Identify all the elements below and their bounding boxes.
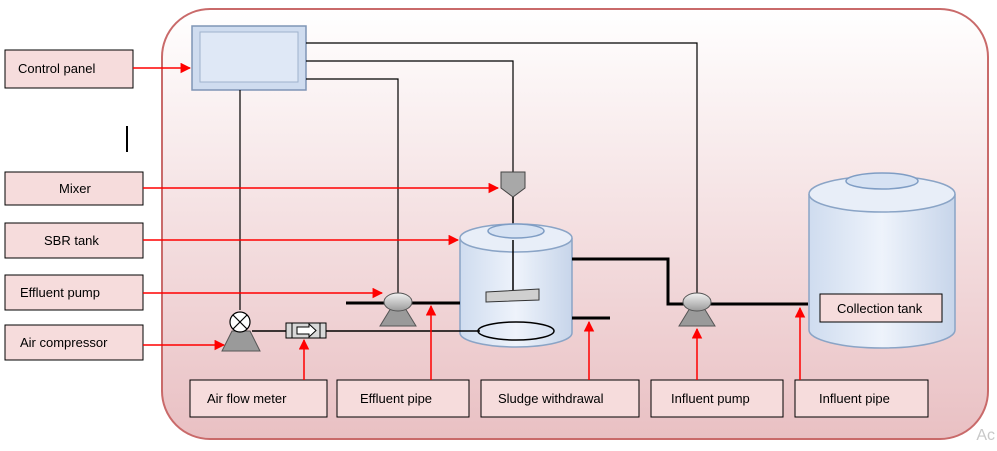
- air-flow-meter: [285, 322, 327, 339]
- influent-pump: [678, 292, 716, 327]
- air-compressor: [221, 311, 261, 352]
- svg-text:Influent pump: Influent pump: [671, 391, 750, 406]
- label-air-compressor: Air compressor: [4, 324, 144, 361]
- svg-text:Air flow meter: Air flow meter: [207, 391, 287, 406]
- label-effluent-pipe: Effluent pipe: [336, 379, 470, 418]
- effluent-pump: [379, 292, 417, 327]
- svg-text:Control panel: Control panel: [18, 61, 95, 76]
- label-influent-pump: Influent pump: [650, 379, 784, 418]
- label-sbr-tank: SBR tank: [4, 222, 144, 259]
- svg-text:Influent pipe: Influent pipe: [819, 391, 890, 406]
- label-mixer: Mixer: [4, 171, 144, 206]
- watermark-text: Ac: [976, 427, 995, 444]
- label-sludge-withdrawal: Sludge withdrawal: [480, 379, 640, 418]
- sbr-tank: [459, 223, 573, 348]
- svg-text:SBR tank: SBR tank: [44, 233, 99, 248]
- control-wires: [239, 42, 698, 310]
- svg-text:Effluent pipe: Effluent pipe: [360, 391, 432, 406]
- svg-text:Air compressor: Air compressor: [20, 335, 108, 350]
- label-air-flow-meter: Air flow meter: [189, 379, 328, 418]
- label-collection-tank: Collection tank: [819, 293, 943, 323]
- svg-text:Collection tank: Collection tank: [837, 301, 923, 316]
- svg-text:Sludge withdrawal: Sludge withdrawal: [498, 391, 604, 406]
- svg-text:Mixer: Mixer: [59, 181, 91, 196]
- label-control-panel: Control panel: [4, 49, 134, 89]
- svg-text:Effluent pump: Effluent pump: [20, 285, 100, 300]
- label-influent-pipe: Influent pipe: [794, 379, 929, 418]
- control-panel-device: [191, 25, 307, 91]
- label-effluent-pump: Effluent pump: [4, 274, 144, 311]
